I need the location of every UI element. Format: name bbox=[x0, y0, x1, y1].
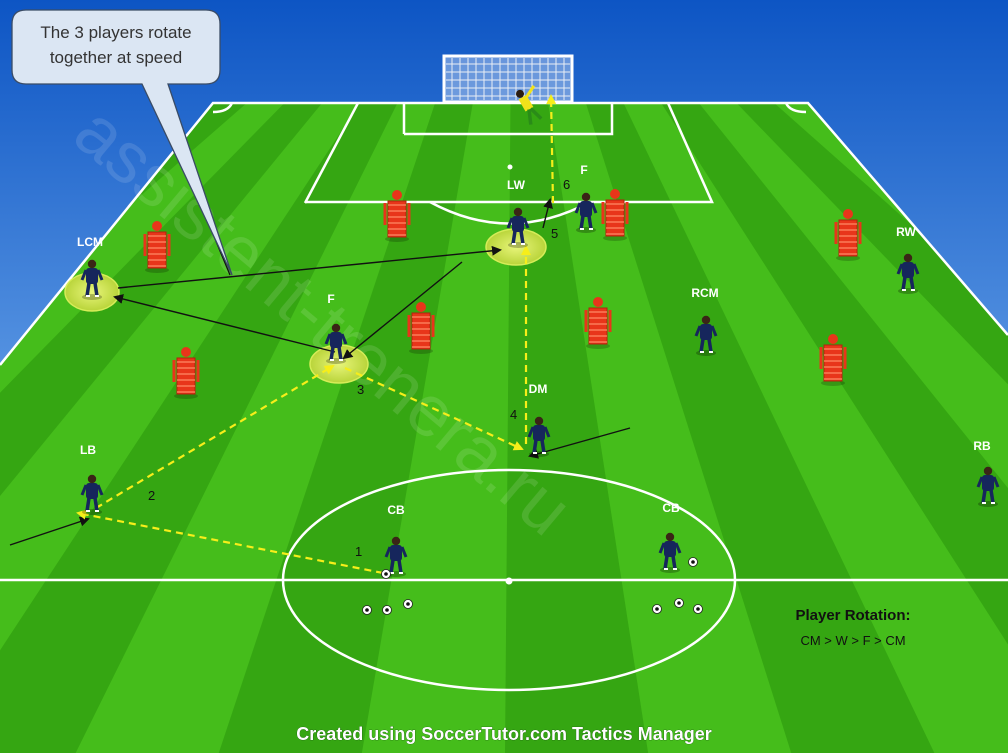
label-dm: DM bbox=[529, 382, 548, 396]
label-rw: RW bbox=[896, 225, 916, 239]
label-f-mid: F bbox=[327, 292, 334, 306]
balls bbox=[362, 557, 703, 615]
player-cb-right bbox=[658, 532, 682, 573]
soccer-ball-icon bbox=[693, 604, 703, 614]
player-lw bbox=[506, 207, 530, 248]
step-4: 4 bbox=[510, 407, 517, 422]
callout-line-1: The 3 players rotate bbox=[40, 23, 191, 42]
callout-shape bbox=[11, 9, 233, 276]
rotation-zones bbox=[64, 228, 547, 384]
movement-arrow-lb bbox=[9, 516, 90, 546]
movement-arrow-lw bbox=[342, 261, 463, 360]
player-rcm bbox=[694, 315, 718, 356]
soccer-ball-icon bbox=[674, 598, 684, 608]
mannequins bbox=[143, 189, 862, 399]
soccer-ball-icon bbox=[382, 605, 392, 615]
label-f-top: F bbox=[580, 163, 587, 177]
soccer-ball-icon bbox=[652, 604, 662, 614]
soccer-ball-icon bbox=[688, 557, 698, 567]
movement-arrow-dm bbox=[528, 427, 631, 459]
player-f-top bbox=[574, 192, 598, 233]
label-cb-right: CB bbox=[662, 501, 680, 515]
goal bbox=[442, 54, 574, 104]
player-labels: LCM F LW F RW RCM DM LB RB CB CB bbox=[77, 163, 991, 517]
step-6: 6 bbox=[563, 177, 570, 192]
step-2: 2 bbox=[148, 488, 155, 503]
label-rcm: RCM bbox=[691, 286, 718, 300]
step-1: 1 bbox=[355, 544, 362, 559]
movement-arrow-shot bbox=[542, 198, 553, 229]
pass-2 bbox=[95, 364, 335, 509]
goalkeeper bbox=[516, 85, 543, 125]
label-lw: LW bbox=[507, 178, 526, 192]
penalty-spot bbox=[507, 164, 513, 170]
callout-line-2: together at speed bbox=[50, 48, 182, 67]
label-cb-left: CB bbox=[387, 503, 405, 517]
player-rw bbox=[896, 253, 920, 294]
step-5: 5 bbox=[551, 226, 558, 241]
mannequin bbox=[383, 190, 411, 242]
label-lb: LB bbox=[80, 443, 96, 457]
mannequin bbox=[601, 189, 629, 241]
pass-arrows bbox=[76, 94, 557, 575]
mannequin bbox=[172, 347, 200, 399]
legend-title: Player Rotation: bbox=[795, 607, 910, 624]
soccer-ball-icon bbox=[381, 569, 391, 579]
mannequin bbox=[834, 209, 862, 261]
player-lb bbox=[80, 474, 104, 515]
legend-sequence: CM > W > F > CM bbox=[800, 633, 905, 648]
pass-3 bbox=[344, 366, 524, 451]
player-lcm bbox=[80, 259, 104, 300]
movement-arrow-lcm bbox=[117, 245, 502, 289]
footer-credit: Created using SoccerTutor.com Tactics Ma… bbox=[296, 724, 711, 744]
movement-arrows bbox=[9, 198, 631, 546]
player-dm bbox=[527, 416, 551, 457]
player-rb bbox=[976, 466, 1000, 507]
shot-6 bbox=[546, 94, 557, 204]
player-cb-left bbox=[384, 536, 408, 577]
mannequin bbox=[819, 334, 847, 386]
label-lcm: LCM bbox=[77, 235, 103, 249]
soccer-ball-icon bbox=[403, 599, 413, 609]
pass-1 bbox=[76, 509, 384, 575]
center-spot bbox=[505, 577, 513, 585]
rotation-legend: Player Rotation: CM > W > F > CM bbox=[795, 607, 910, 648]
player-f-mid bbox=[324, 323, 348, 364]
label-rb: RB bbox=[973, 439, 991, 453]
callout-bubble: The 3 players rotate together at speed bbox=[11, 9, 233, 276]
movement-arrow-f bbox=[113, 294, 336, 353]
step-3: 3 bbox=[357, 382, 364, 397]
step-numbers: 1 2 3 4 5 6 bbox=[148, 177, 570, 559]
mannequin bbox=[407, 302, 435, 354]
mannequin bbox=[584, 297, 612, 349]
players bbox=[80, 192, 1000, 577]
mannequin bbox=[143, 221, 171, 273]
soccer-ball-icon bbox=[362, 605, 372, 615]
